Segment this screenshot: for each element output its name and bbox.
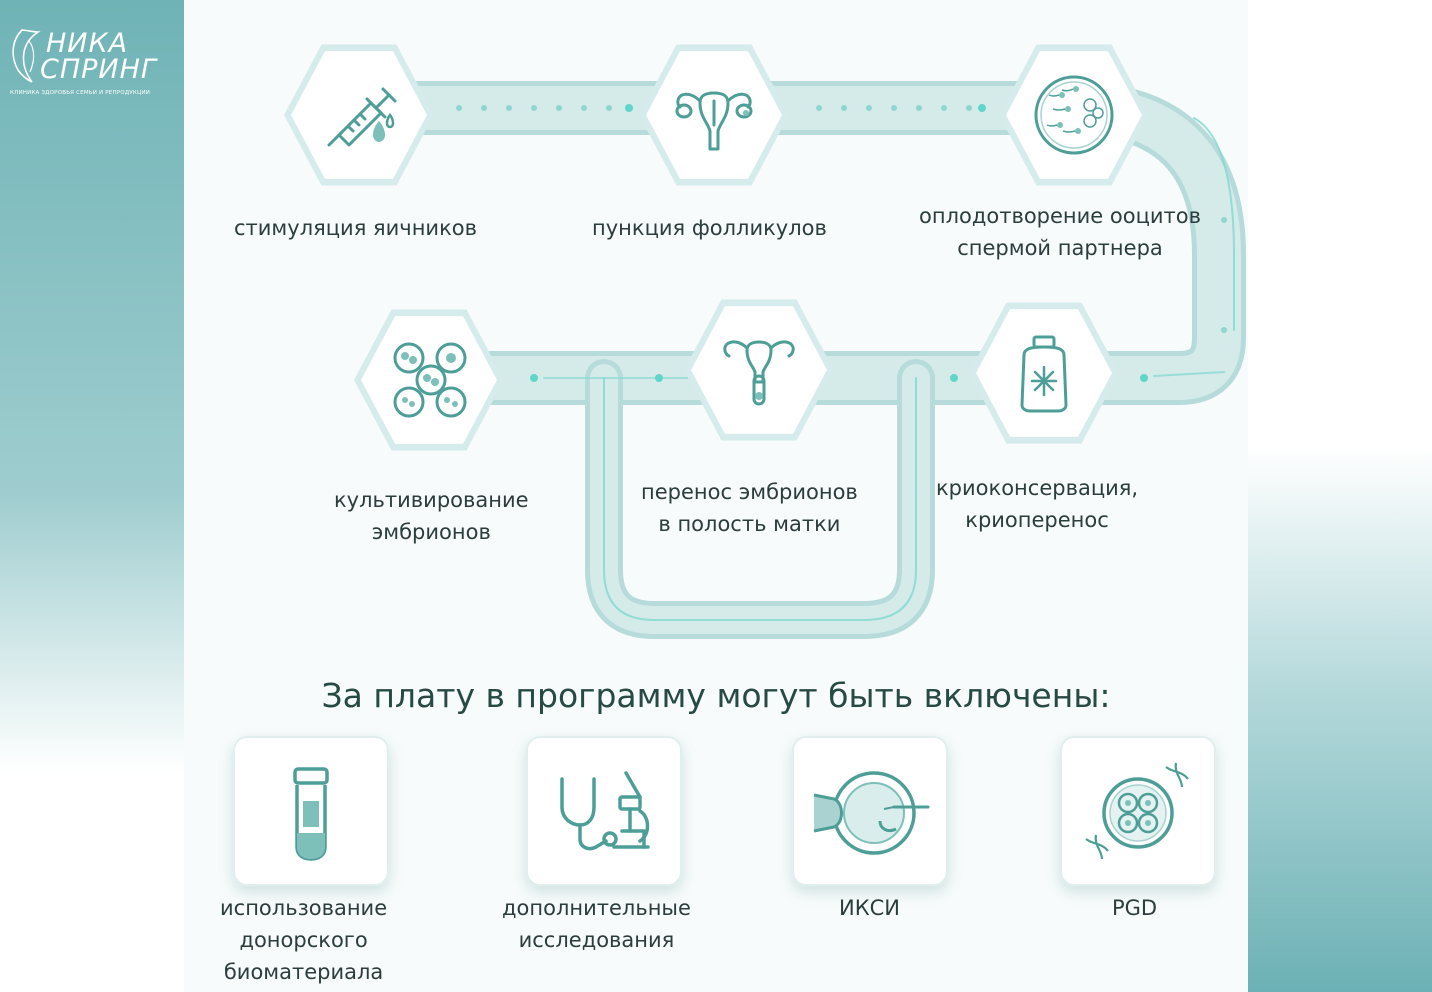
step-stimulation-hex — [284, 40, 434, 190]
clinic-logo: НИКА СПРИНГ КЛИНИКА ЗДОРОВЬЯ СЕМЬИ И РЕП… — [8, 26, 178, 106]
petri-dish-icon — [1034, 75, 1114, 155]
stethoscope-microscope-icon — [560, 771, 650, 851]
embryo-cells-icon — [393, 342, 467, 418]
syringe-icon — [327, 87, 397, 147]
extra-tests-label: дополнительные исследования — [502, 892, 691, 956]
logo-text-nika: НИКА — [46, 28, 129, 59]
extra-donor-label: использование донорского биоматериала — [220, 892, 387, 988]
step-puncture-hex — [639, 40, 789, 190]
step-culture-label: культивирование эмбрионов — [334, 484, 529, 548]
test-tube-icon — [293, 767, 329, 861]
extra-icsi-card — [792, 736, 948, 886]
step-transfer-label: перенос эмбрионов в полость матки — [641, 476, 858, 540]
extra-tests-label-line1: дополнительные — [502, 896, 691, 920]
step-fertilization-label-line2: спермой партнера — [957, 236, 1163, 260]
step-cryo-label: криоконсервация, криоперенос — [936, 472, 1138, 536]
extra-donor-label-line3: биоматериала — [223, 960, 384, 984]
step-fertilization-label-line1: оплодотворение ооцитов — [919, 204, 1201, 228]
ivf-program-infographic: стимуляция яичников пункция фолликулов — [184, 0, 1248, 992]
step-transfer-hex — [684, 295, 834, 445]
icsi-injection-icon — [813, 771, 930, 855]
logo-text-spring: СПРИНГ — [40, 54, 157, 85]
right-gradient-panel — [1248, 0, 1432, 992]
cryo-tank-icon — [1020, 335, 1068, 413]
embryo-transfer-icon — [723, 340, 795, 406]
logo-subtitle: КЛИНИКА ЗДОРОВЬЯ СЕМЬИ И РЕПРОДУКЦИИ — [10, 90, 151, 96]
dna-cell-icon — [1085, 762, 1189, 860]
step-stimulation-label: стимуляция яичников — [234, 216, 477, 240]
extra-donor-card — [233, 736, 389, 886]
step-transfer-label-line2: в полость матки — [658, 512, 841, 536]
step-culture-hex — [354, 305, 504, 455]
step-culture-label-line1: культивирование — [334, 488, 529, 512]
step-fertilization-label: оплодотворение ооцитов спермой партнера — [919, 200, 1201, 264]
extras-heading: За плату в программу могут быть включены… — [321, 676, 1111, 715]
step-cryo-label-line1: криоконсервация, — [936, 476, 1139, 500]
step-fertilization-hex — [999, 40, 1149, 190]
step-culture-label-line2: эмбрионов — [371, 520, 491, 544]
step-cryo-label-line2: криоперенос — [965, 508, 1109, 532]
extra-donor-label-line1: использование — [220, 896, 388, 920]
extra-pgd-card — [1060, 736, 1216, 886]
extra-tests-card — [526, 736, 682, 886]
extra-icsi-label: ИКСИ — [839, 896, 900, 920]
left-gradient-panel: НИКА СПРИНГ КЛИНИКА ЗДОРОВЬЯ СЕМЬИ И РЕП… — [0, 0, 184, 992]
extra-donor-label-line2: донорского — [239, 928, 368, 952]
uterus-icon — [675, 91, 753, 151]
step-cryo-hex — [969, 298, 1119, 448]
step-transfer-label-line1: перенос эмбрионов — [641, 480, 858, 504]
leaf-figure-icon — [12, 29, 41, 83]
step-puncture-label: пункция фолликулов — [592, 216, 827, 240]
extra-pgd-label: PGD — [1112, 896, 1158, 920]
extra-tests-label-line2: исследования — [518, 928, 675, 952]
